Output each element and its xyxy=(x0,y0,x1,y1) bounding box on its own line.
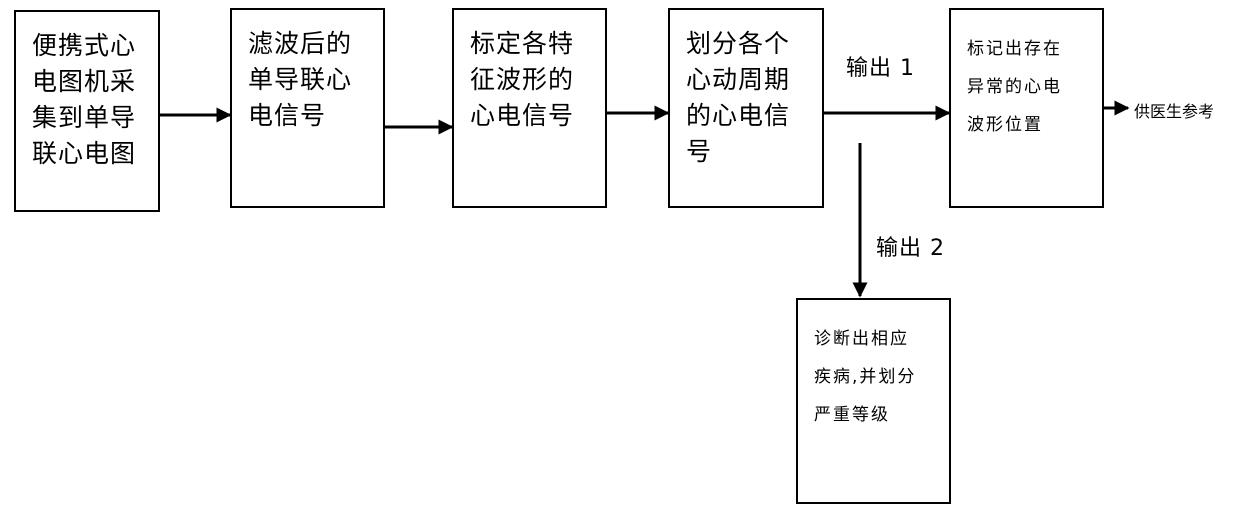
step5-mark-abnormal-box: 标记出存在 异常的心电 波形位置 xyxy=(949,8,1104,208)
step4-cardiac-cycle-box: 划分各个 心动周期 的心电信 号 xyxy=(668,8,824,208)
step6-text: 诊断出相应 疾病,并划分 严重等级 xyxy=(814,320,939,434)
output2-label: 输出 2 xyxy=(876,230,945,262)
step2-filtered-signal-box: 滤波后的 单导联心 电信号 xyxy=(230,8,385,208)
step5-text: 标记出存在 异常的心电 波形位置 xyxy=(967,30,1092,144)
step1-acquire-ecg-box: 便携式心 电图机采 集到单导 联心电图 xyxy=(14,10,160,212)
step3-feature-waveform-box: 标定各特 征波形的 心电信号 xyxy=(452,8,607,208)
output1-label: 输出 1 xyxy=(846,50,915,82)
step1-text: 便携式心 电图机采 集到单导 联心电图 xyxy=(32,28,148,172)
reference-label: 供医生参考 xyxy=(1134,98,1214,122)
step3-text: 标定各特 征波形的 心电信号 xyxy=(470,26,595,134)
step2-text: 滤波后的 单导联心 电信号 xyxy=(248,26,373,134)
step6-diagnose-box: 诊断出相应 疾病,并划分 严重等级 xyxy=(796,298,951,504)
step4-text: 划分各个 心动周期 的心电信 号 xyxy=(686,26,812,170)
